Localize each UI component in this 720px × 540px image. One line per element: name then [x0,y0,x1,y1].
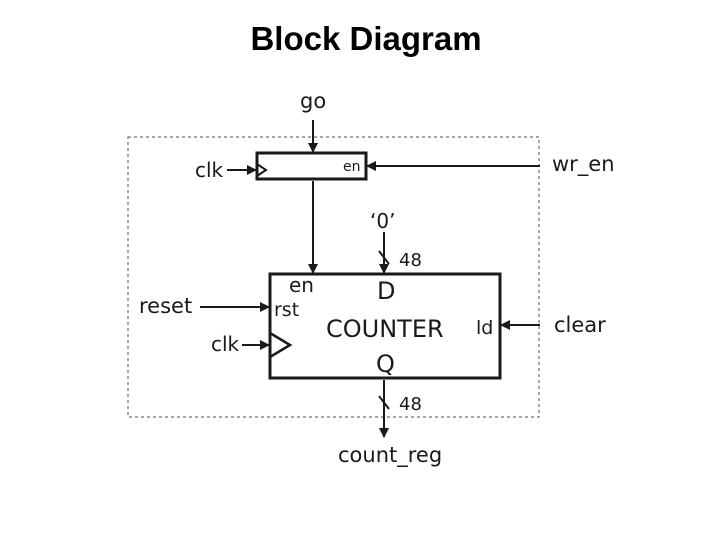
bus-width-mark-out [378,395,390,410]
enable-register [255,151,368,181]
counter-clock-triangle [269,331,293,359]
count-reg-label: count_reg [338,443,442,468]
counter-rst-label: rst [274,299,299,321]
clk-top-label: clk [195,158,224,182]
clk-bottom-label: clk [211,332,240,356]
bus-width-out-label: 48 [399,394,422,415]
counter-q-label: Q [376,350,395,378]
counter-en-label: en [289,273,314,297]
wr-en-label: wr_en [552,152,615,177]
zero-label: ‘0’ [370,209,395,233]
register-clock-triangle [256,163,268,177]
counter-d-label: D [377,277,395,305]
go-label: go [300,89,326,113]
counter-name-label: COUNTER [326,315,444,343]
clear-label: clear [554,313,606,337]
reset-label: reset [139,294,192,318]
register-en-label: en [343,159,361,175]
counter-ld-label: ld [476,317,493,339]
dashed-boundary [127,136,540,418]
bus-width-mark-in [378,250,390,265]
page-title: Block Diagram [250,20,482,57]
counter-block [268,272,502,380]
bus-width-in-label: 48 [399,250,422,271]
